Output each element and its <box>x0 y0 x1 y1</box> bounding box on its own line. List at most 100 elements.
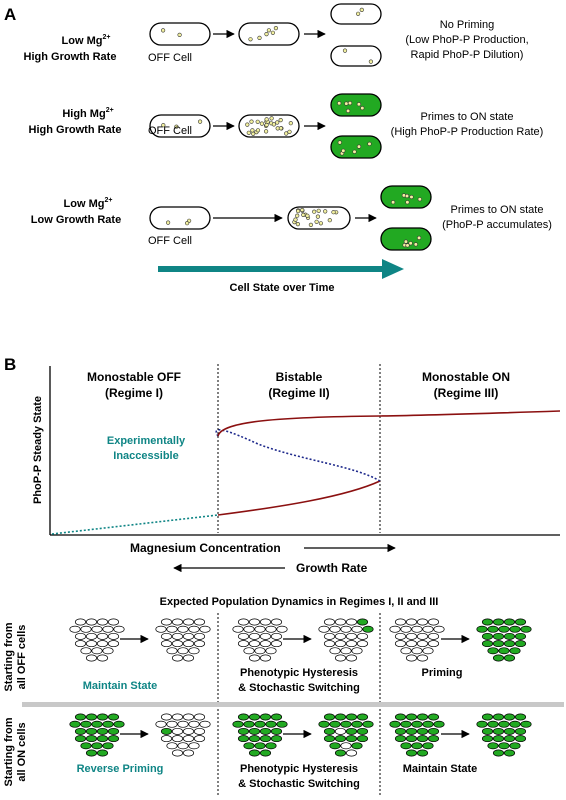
off-cell <box>265 625 277 633</box>
off-cell <box>193 713 206 721</box>
off-cell <box>102 625 114 633</box>
granule <box>278 126 284 131</box>
cluster-r2-5 <box>389 713 445 757</box>
off-cell <box>254 625 266 633</box>
unstable-branch <box>215 429 381 482</box>
on-cell <box>345 713 358 721</box>
off-cell <box>160 713 173 721</box>
on-cell <box>237 713 250 721</box>
caption-r2-3: Maintain State <box>403 763 478 775</box>
row-3-on-daughter-bottom <box>380 227 432 251</box>
panel-a-letter: A <box>4 5 16 24</box>
on-cell <box>259 735 272 743</box>
granule <box>327 218 332 223</box>
on-cell <box>265 742 277 750</box>
off-cell <box>389 625 401 633</box>
on-cell <box>69 720 81 728</box>
on-cell <box>91 720 103 728</box>
on-cell <box>243 742 255 750</box>
off-cell <box>177 647 189 655</box>
off-cell <box>182 654 195 662</box>
on-cell <box>487 720 499 728</box>
on-cell <box>487 625 499 633</box>
granule <box>264 31 269 37</box>
on-cell <box>85 749 98 757</box>
granule <box>403 239 409 244</box>
off-cell <box>356 640 369 648</box>
off-cell <box>427 632 440 640</box>
cluster-r1-4 <box>318 618 374 662</box>
off-cell <box>107 640 120 648</box>
off-cell <box>329 647 341 655</box>
on-cell <box>503 640 516 648</box>
off-cell <box>405 632 418 640</box>
off-cell <box>345 654 358 662</box>
on-cell <box>329 742 341 750</box>
off-cell <box>155 625 167 633</box>
panel-b-letter: B <box>4 355 16 374</box>
row-3-cell3-granules <box>391 193 422 205</box>
off-cell <box>237 640 250 648</box>
row-2-condition-line2: High Growth Rate <box>29 124 122 136</box>
off-cell <box>394 640 407 648</box>
row2-label-line1: Starting from <box>3 717 15 786</box>
svg-text:High Mg2+: High Mg2+ <box>62 107 113 120</box>
on-cell <box>492 749 505 757</box>
on-cell <box>514 713 527 721</box>
on-cell <box>481 632 494 640</box>
on-cell <box>520 625 532 633</box>
row-2-on-daughter-top <box>330 93 382 117</box>
granule <box>250 128 255 133</box>
row-1-mid-cell <box>238 22 300 46</box>
granule <box>301 212 306 217</box>
cluster-r2-4 <box>318 713 374 757</box>
granule <box>273 26 279 31</box>
y-axis-label: PhoP-P Steady State <box>32 396 44 504</box>
off-cell <box>69 625 81 633</box>
off-cell <box>107 632 120 640</box>
on-cell <box>503 632 516 640</box>
row-3-condition-line1: Low Mg <box>64 198 105 210</box>
on-cell <box>237 735 250 743</box>
granule <box>246 130 251 135</box>
on-cell <box>107 713 120 721</box>
granule <box>308 222 314 227</box>
on-cell <box>362 720 374 728</box>
off-cell <box>345 749 358 757</box>
granule <box>259 121 265 126</box>
on-cell <box>237 727 250 735</box>
on-cell <box>405 713 418 721</box>
off-cell <box>265 647 277 655</box>
granule <box>312 209 317 214</box>
on-cell <box>356 727 369 735</box>
on-cell <box>113 720 125 728</box>
on-cell <box>394 727 407 735</box>
off-cell <box>171 618 184 626</box>
on-cell <box>476 625 488 633</box>
row-3-cells: OFF Cell <box>148 185 432 251</box>
row-3-cell4-granules <box>402 235 422 248</box>
on-cell <box>259 727 272 735</box>
row-1-cell3-granules <box>356 7 364 16</box>
off-cell <box>80 625 92 633</box>
off-cell <box>160 735 173 743</box>
on-cell <box>492 618 505 626</box>
off-cell <box>270 640 283 648</box>
on-cell <box>232 720 244 728</box>
granule <box>275 120 280 125</box>
off-cell <box>85 654 98 662</box>
low-branch-inaccessible <box>51 514 219 535</box>
granule <box>166 220 171 225</box>
granule <box>305 213 310 218</box>
granule <box>177 32 182 38</box>
on-cell <box>481 618 494 626</box>
granule <box>356 11 361 16</box>
row-2-cells: OFF Cell <box>148 93 382 159</box>
cluster-r1-6 <box>476 618 532 662</box>
off-cell <box>405 640 418 648</box>
off-cell <box>237 632 250 640</box>
caption-r1-2b: & Stochastic Switching <box>238 682 360 694</box>
off-cell <box>171 632 184 640</box>
inaccessible-label: Experimentally Inaccessible <box>107 435 186 462</box>
